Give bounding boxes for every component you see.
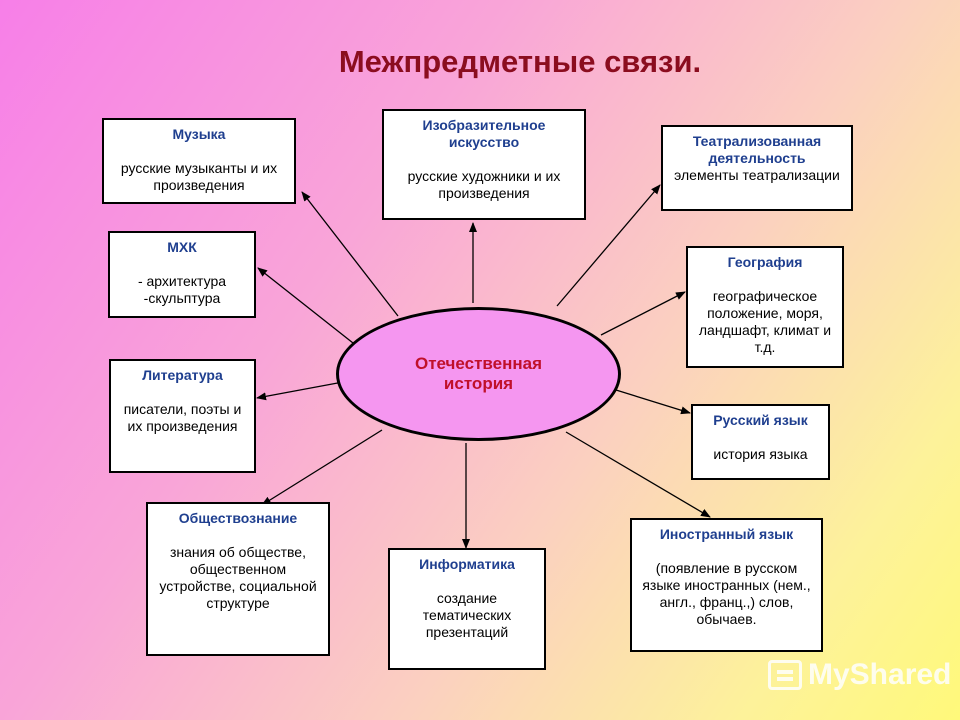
box-geography-head: География — [727, 254, 803, 270]
watermark-logo: MyShared — [768, 655, 951, 695]
arrow-social — [261, 429, 383, 506]
box-theatre-head: Театрализованная деятельность — [692, 133, 822, 166]
box-music: Музыка русские музыканты и их произведен… — [102, 118, 296, 204]
box-social-body: знания об обществе, общественном устройс… — [159, 544, 317, 611]
box-mhk: МХК - архитектура -скульптура — [108, 231, 256, 318]
box-foreign: Иностранный язык (появление в русском яз… — [630, 518, 823, 652]
arrow-foreign — [565, 431, 711, 518]
center-node-line1: Отечественная — [414, 354, 543, 373]
box-foreign-head: Иностранный язык — [659, 526, 794, 542]
center-node-history: Отечественная история — [336, 307, 621, 441]
center-node-line2: история — [443, 374, 514, 393]
box-music-head: Музыка — [172, 126, 226, 142]
box-art-head: Изобразительное искусство — [422, 117, 546, 150]
box-geography-body: географическое положение, моря, ландшафт… — [698, 288, 832, 355]
box-russian: Русский язык история языка — [691, 404, 830, 480]
arrow-music — [301, 191, 399, 317]
arrow-literature — [256, 381, 344, 401]
box-social-head: Обществознание — [178, 510, 298, 526]
box-russian-head: Русский язык — [713, 412, 808, 428]
box-informatics-head: Информатика — [419, 556, 515, 572]
box-mhk-head: МХК — [167, 239, 197, 255]
box-theatre: Театрализованная деятельность элементы т… — [661, 125, 853, 211]
box-literature: Литература писатели, поэты и их произвед… — [109, 359, 256, 473]
box-theatre-body: элементы театрализации — [674, 167, 840, 183]
page-title: Межпредметные связи. — [338, 44, 702, 79]
box-foreign-body: (появление в русском языке иностранных (… — [642, 560, 811, 627]
box-music-body: русские музыканты и их произведения — [120, 160, 278, 193]
arrow-russian — [615, 389, 691, 415]
box-informatics-body: создание тематических презентаций — [422, 590, 512, 640]
arrow-mhk — [257, 267, 354, 344]
box-russian-body: история языка — [713, 446, 808, 462]
arrow-geography — [600, 291, 686, 336]
box-geography: География географическое положение, моря… — [686, 246, 844, 368]
box-informatics: Информатика создание тематических презен… — [388, 548, 546, 670]
box-literature-head: Литература — [142, 367, 223, 383]
box-mhk-body: - архитектура -скульптура — [137, 273, 227, 306]
box-art-body: русские художники и их произведения — [407, 168, 561, 201]
myshared-logo-icon — [768, 660, 802, 690]
arrow-theatre — [556, 184, 661, 307]
box-art: Изобразительное искусство русские художн… — [382, 109, 586, 220]
box-literature-body: писатели, поэты и их произведения — [123, 401, 242, 434]
box-social: Обществознание знания об обществе, общес… — [146, 502, 330, 656]
watermark-text: MyShared — [808, 658, 952, 691]
